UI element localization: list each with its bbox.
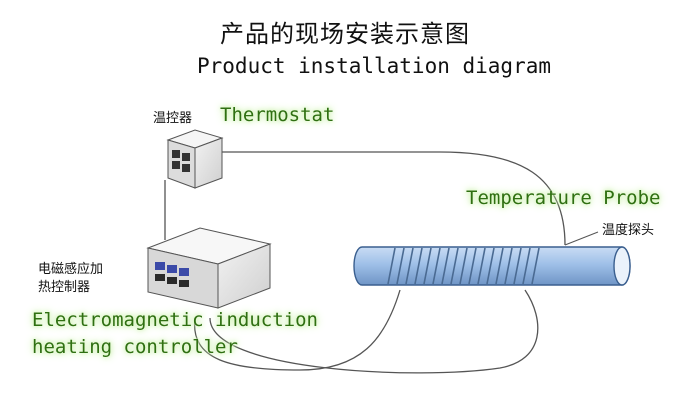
probe-label-en: Temperature Probe — [466, 187, 661, 209]
thermostat-label-cn: 温控器 — [153, 111, 193, 126]
controller-label-en-line2: heating controller — [32, 336, 238, 358]
cables — [164, 151, 566, 374]
induction-coil — [387, 247, 540, 285]
thermostat-device — [166, 129, 224, 189]
probe-pointer-line — [564, 231, 599, 246]
title-chinese: 产品的现场安装示意图 — [220, 20, 470, 48]
title-english: Product installation diagram — [197, 54, 552, 78]
controller-label-cn-line1: 电磁感应加 — [38, 262, 104, 277]
controller-label-cn-line2: 热控制器 — [38, 280, 91, 295]
probe-label-cn: 温度探头 — [602, 223, 655, 238]
controller-to-pipe-coil-right — [209, 289, 539, 374]
controller-device — [146, 227, 272, 309]
heated-pipe — [353, 246, 631, 286]
thermostat-to-probe-cable — [214, 151, 566, 246]
controller-label-en-line1: Electromagnetic induction — [32, 309, 318, 331]
thermostat-label-en: Thermostat — [220, 104, 335, 126]
controller-to-pipe-coil-left — [193, 289, 401, 371]
